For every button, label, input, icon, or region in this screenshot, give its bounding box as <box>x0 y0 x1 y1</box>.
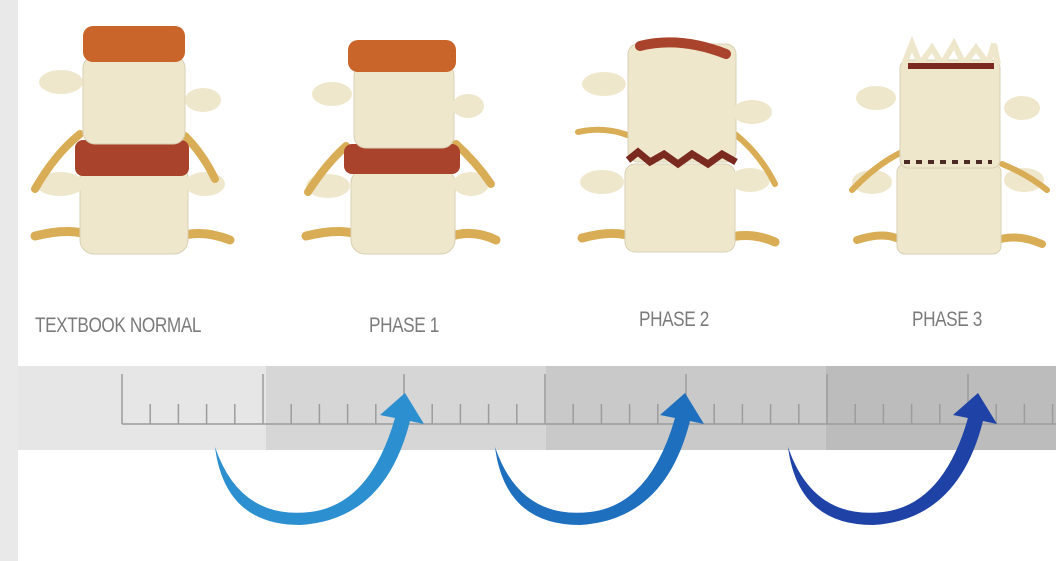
stage-label-phase-2: PHASE 2 <box>639 308 709 332</box>
spine-phase-1 <box>296 14 516 264</box>
stage-label-phase-3: PHASE 3 <box>912 308 982 332</box>
progression-timeline <box>18 366 1056 450</box>
timeline-band-3 <box>826 366 1056 450</box>
spine-phase-3 <box>842 14 1056 264</box>
spine-phase-2 <box>570 14 790 264</box>
timeline-band-1 <box>266 366 546 450</box>
spine-textbook-normal <box>25 14 245 264</box>
stage-label-textbook-normal: TEXTBOOK NORMAL <box>35 314 201 338</box>
stage-label-phase-1: PHASE 1 <box>369 314 439 338</box>
